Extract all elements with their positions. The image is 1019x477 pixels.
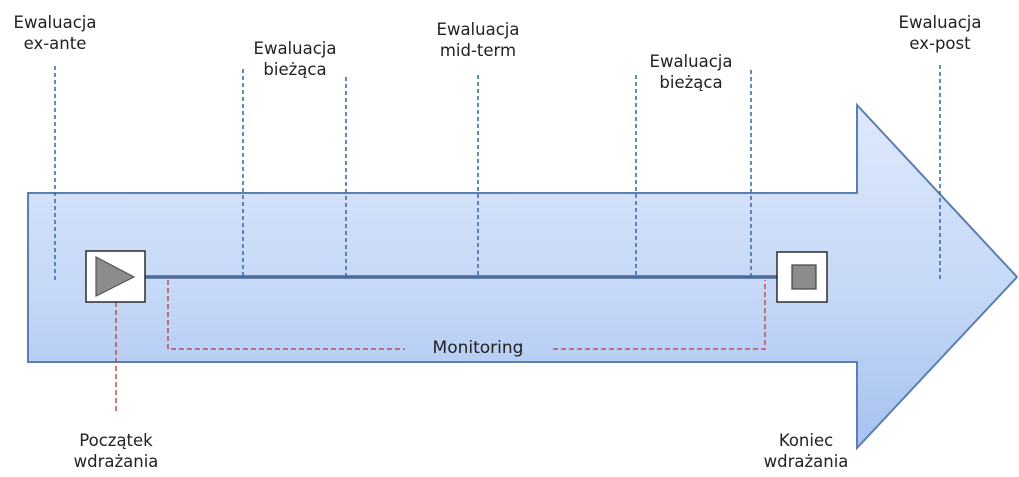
label-ex-ante: Ewaluacja ex-ante bbox=[13, 13, 97, 53]
label-monitoring: Monitoring bbox=[432, 338, 524, 358]
monitoring-bracket-right bbox=[553, 280, 766, 350]
label-mid-term: Ewaluacja mid-term bbox=[436, 20, 520, 60]
play-triangle-icon bbox=[85, 250, 146, 303]
label-biezaca-2: Ewaluacja bieżąca bbox=[649, 52, 733, 92]
label-start: Początek wdrażania bbox=[73, 431, 159, 471]
stop-square-icon bbox=[776, 251, 828, 303]
monitoring-bracket-left bbox=[167, 280, 405, 350]
label-biezaca-1: Ewaluacja bieżąca bbox=[253, 39, 337, 79]
label-end: Koniec wdrażania bbox=[763, 431, 849, 471]
monitoring-bracket bbox=[115, 280, 766, 412]
label-ex-post: Ewaluacja ex-post bbox=[898, 13, 982, 53]
evaluation-guides bbox=[54, 65, 941, 280]
